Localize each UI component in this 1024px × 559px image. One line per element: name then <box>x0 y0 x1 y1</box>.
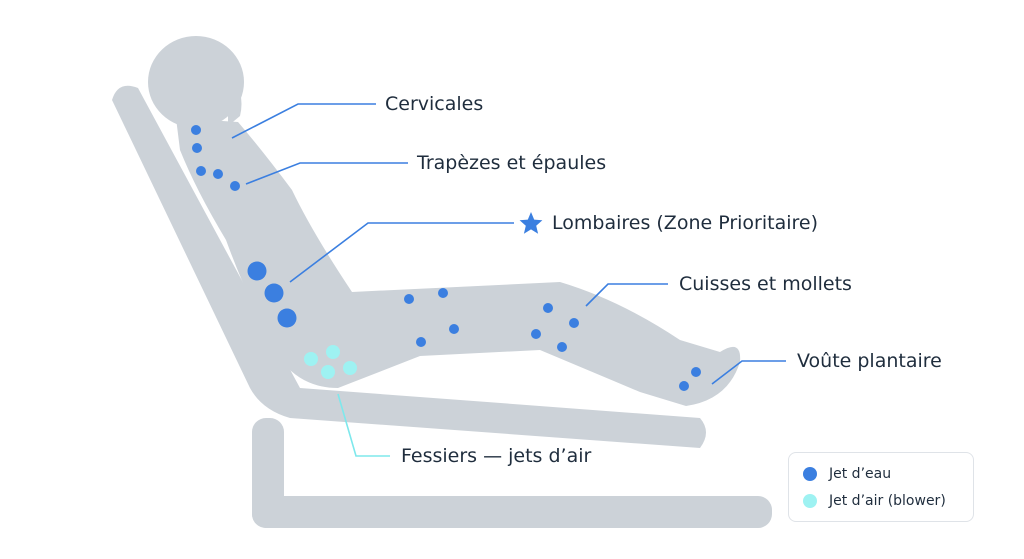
body-silhouette <box>148 36 741 406</box>
water-jet <box>247 261 267 281</box>
legend-row-air: Jet d’air (blower) <box>803 491 946 511</box>
label-fessiers: Fessiers — jets d’air <box>401 445 592 467</box>
air-jet-swatch <box>803 494 817 508</box>
water-jets <box>191 125 701 391</box>
legend-water-label: Jet d’eau <box>829 466 892 482</box>
leader-lombaires <box>289 222 514 283</box>
water-jet <box>438 288 448 298</box>
water-jet-swatch <box>803 467 817 481</box>
air-jet <box>304 352 318 366</box>
lounger-chair <box>112 85 772 528</box>
leader-cuisses <box>585 283 668 307</box>
leader-voute <box>711 360 786 385</box>
air-jet <box>343 361 357 375</box>
leader-cervicales <box>231 103 376 139</box>
air-jet <box>326 345 340 359</box>
water-jet <box>416 337 426 347</box>
water-jet <box>569 318 579 328</box>
water-jet <box>531 329 541 339</box>
air-jets <box>304 345 357 379</box>
legend: Jet d’eau Jet d’air (blower) <box>788 452 974 522</box>
water-jet <box>192 143 202 153</box>
water-jet <box>449 324 459 334</box>
water-jet <box>196 166 206 176</box>
water-jet <box>679 381 689 391</box>
water-jet <box>213 169 223 179</box>
water-jet <box>264 283 284 303</box>
water-jet <box>691 367 701 377</box>
air-jet <box>321 365 335 379</box>
water-jet <box>543 303 553 313</box>
water-jet <box>404 294 414 304</box>
label-cuisses: Cuisses et mollets <box>679 273 852 295</box>
label-trapezes: Trapèzes et épaules <box>417 152 607 174</box>
water-jet <box>230 181 240 191</box>
water-jet <box>191 125 201 135</box>
leader-fessiers <box>337 393 390 457</box>
label-cervicales: Cervicales <box>385 93 484 115</box>
legend-row-water: Jet d’eau <box>803 464 891 484</box>
leader-trapezes <box>245 162 408 185</box>
label-voute: Voûte plantaire <box>797 350 942 372</box>
label-lombaires: Lombaires (Zone Prioritaire) <box>552 212 819 234</box>
star-icon <box>519 212 543 234</box>
legend-air-label: Jet d’air (blower) <box>829 493 946 509</box>
leader-lines <box>231 103 786 457</box>
water-jet <box>557 342 567 352</box>
water-jet <box>277 308 297 328</box>
